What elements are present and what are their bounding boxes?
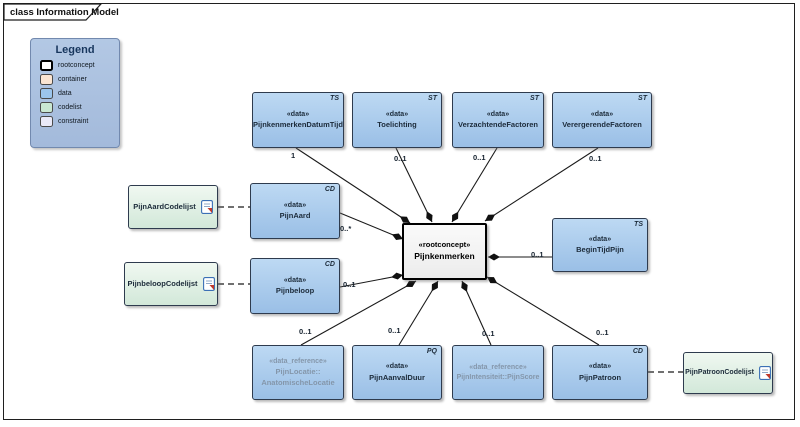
- node-stereotype: «data»: [385, 363, 409, 371]
- node-verergerende-factoren[interactable]: ST «data» VerergerendeFactoren: [552, 92, 652, 148]
- node-pijn-aard[interactable]: CD «data» PijnAard: [250, 183, 340, 239]
- multiplicity-label: 0..1: [394, 154, 407, 163]
- node-name: PijnPatroon: [578, 372, 622, 382]
- legend-label: container: [58, 76, 87, 83]
- composition-connector: [339, 212, 404, 240]
- multiplicity-label: 0..1: [473, 153, 486, 162]
- node-stereotype: «data»: [286, 110, 310, 118]
- type-code: PQ: [426, 348, 437, 355]
- container-swatch: [40, 74, 53, 85]
- multiplicity-label: 0..1: [482, 329, 495, 338]
- node-begintijd-pijn[interactable]: TS «data» BeginTijdPijn: [552, 218, 648, 272]
- node-stereotype: «data»: [588, 363, 612, 371]
- multiplicity-label: 1: [291, 151, 296, 160]
- type-code: TS: [330, 95, 339, 102]
- node-pijnpatroon-codelijst[interactable]: PijnPatroonCodelijst: [683, 352, 773, 394]
- node-pijnbeloop[interactable]: CD «data» Pijnbeloop: [250, 258, 340, 314]
- legend-item-container: container: [40, 74, 119, 85]
- type-code: CD: [632, 348, 643, 355]
- multiplicity-label: 0..1: [589, 154, 602, 163]
- multiplicity-label: 0..1: [596, 328, 609, 337]
- node-stereotype: «data»: [283, 201, 307, 209]
- diagram-frame: [3, 3, 795, 420]
- node-name: Toelichting: [377, 120, 417, 129]
- composition-connector: [451, 147, 498, 223]
- legend-item-codelist: codelist: [40, 102, 119, 113]
- data-swatch: [40, 88, 53, 99]
- document-icon: [200, 200, 213, 214]
- codelist-swatch: [40, 102, 53, 113]
- node-stereotype: «data»: [588, 235, 612, 243]
- node-name: PijnbeloopCodelijst: [127, 278, 198, 288]
- composition-connector: [339, 272, 404, 288]
- composition-connector: [295, 147, 411, 224]
- legend-item-constraint: constraint: [40, 116, 119, 127]
- node-anatomische-locatie[interactable]: «data_reference» PijnLocatie:: Anatomisc…: [252, 345, 344, 400]
- node-name: PijnPatroonCodelijst: [685, 369, 754, 377]
- rootconcept-swatch: [40, 60, 53, 71]
- type-code: TS: [634, 221, 643, 228]
- legend-item-rootconcept: rootconcept: [40, 60, 119, 71]
- node-name: PijnAanvalDuur: [369, 372, 425, 382]
- node-pijn-aanval-duur[interactable]: PQ «data» PijnAanvalDuur: [352, 345, 442, 400]
- legend-label: rootconcept: [58, 62, 95, 69]
- document-icon: [758, 366, 771, 380]
- legend-item-data: data: [40, 88, 119, 99]
- legend: Legend rootconcept container data codeli…: [30, 38, 120, 148]
- type-code: CD: [324, 261, 335, 268]
- node-name: AnatomischeLocatie: [261, 377, 335, 387]
- composition-connector: [461, 280, 492, 346]
- document-icon: [202, 277, 215, 291]
- node-name: Pijnkenmerken: [414, 251, 475, 262]
- multiplicity-label: 0..1: [531, 250, 544, 259]
- node-pijnbeloop-codelijst[interactable]: PijnbeloopCodelijst: [124, 262, 218, 306]
- type-code: CD: [324, 186, 335, 193]
- type-code: ST: [428, 95, 437, 102]
- node-stereotype: «rootconcept»: [418, 240, 471, 250]
- node-stereotype: «data_reference»: [469, 363, 527, 371]
- multiplicity-label: 0..1: [343, 280, 356, 289]
- node-name: PijnAard: [279, 211, 311, 220]
- composition-connector: [486, 276, 600, 346]
- multiplicity-label: 0..1: [299, 327, 312, 336]
- multiplicity-label: 0..*: [340, 224, 352, 233]
- node-name: PijnkenmerkenDatumTijd: [253, 120, 343, 129]
- type-code: ST: [638, 95, 647, 102]
- node-pijn-score[interactable]: «data_reference» PijnIntensiteit::PijnSc…: [452, 345, 544, 400]
- node-verzachtende-factoren[interactable]: ST «data» VerzachtendeFactoren: [452, 92, 544, 148]
- node-stereotype: «data»: [385, 110, 409, 118]
- node-pijnkenmerken-datumtijd[interactable]: TS «data» PijnkenmerkenDatumTijd: [252, 92, 344, 148]
- legend-label: codelist: [58, 104, 82, 111]
- frame-tab: [3, 3, 103, 21]
- node-name: Pijnbeloop: [275, 286, 315, 295]
- node-name: PijnAardCodelijst: [133, 201, 196, 211]
- node-name: VerergerendeFactoren: [562, 120, 642, 129]
- composition-connector: [300, 280, 417, 346]
- composition-connector: [395, 147, 433, 223]
- node-stereotype: «data»: [590, 110, 614, 118]
- multiplicity-label: 0..1: [388, 326, 401, 335]
- node-stereotype: «data_reference»: [269, 358, 327, 366]
- constraint-swatch: [40, 116, 53, 127]
- node-stereotype: «data»: [486, 110, 510, 118]
- node-pijn-patroon[interactable]: CD «data» PijnPatroon: [552, 345, 648, 400]
- node-name: PijnLocatie::: [275, 367, 321, 377]
- node-pijnkenmerken-rootconcept[interactable]: «rootconcept» Pijnkenmerken: [402, 223, 487, 280]
- composition-connector: [484, 147, 599, 222]
- node-name: PijnIntensiteit::PijnScore: [456, 373, 540, 381]
- legend-label: data: [58, 90, 72, 97]
- legend-label: constraint: [58, 118, 89, 125]
- node-toelichting[interactable]: ST «data» Toelichting: [352, 92, 442, 148]
- node-stereotype: «data»: [283, 276, 307, 284]
- legend-title: Legend: [55, 44, 95, 56]
- diagram-title: class Information Model: [10, 7, 119, 18]
- node-pijnaard-codelijst[interactable]: PijnAardCodelijst: [128, 185, 218, 229]
- composition-connector: [398, 280, 439, 346]
- type-code: ST: [530, 95, 539, 102]
- node-name: BeginTijdPijn: [576, 245, 624, 254]
- node-name: VerzachtendeFactoren: [457, 120, 539, 129]
